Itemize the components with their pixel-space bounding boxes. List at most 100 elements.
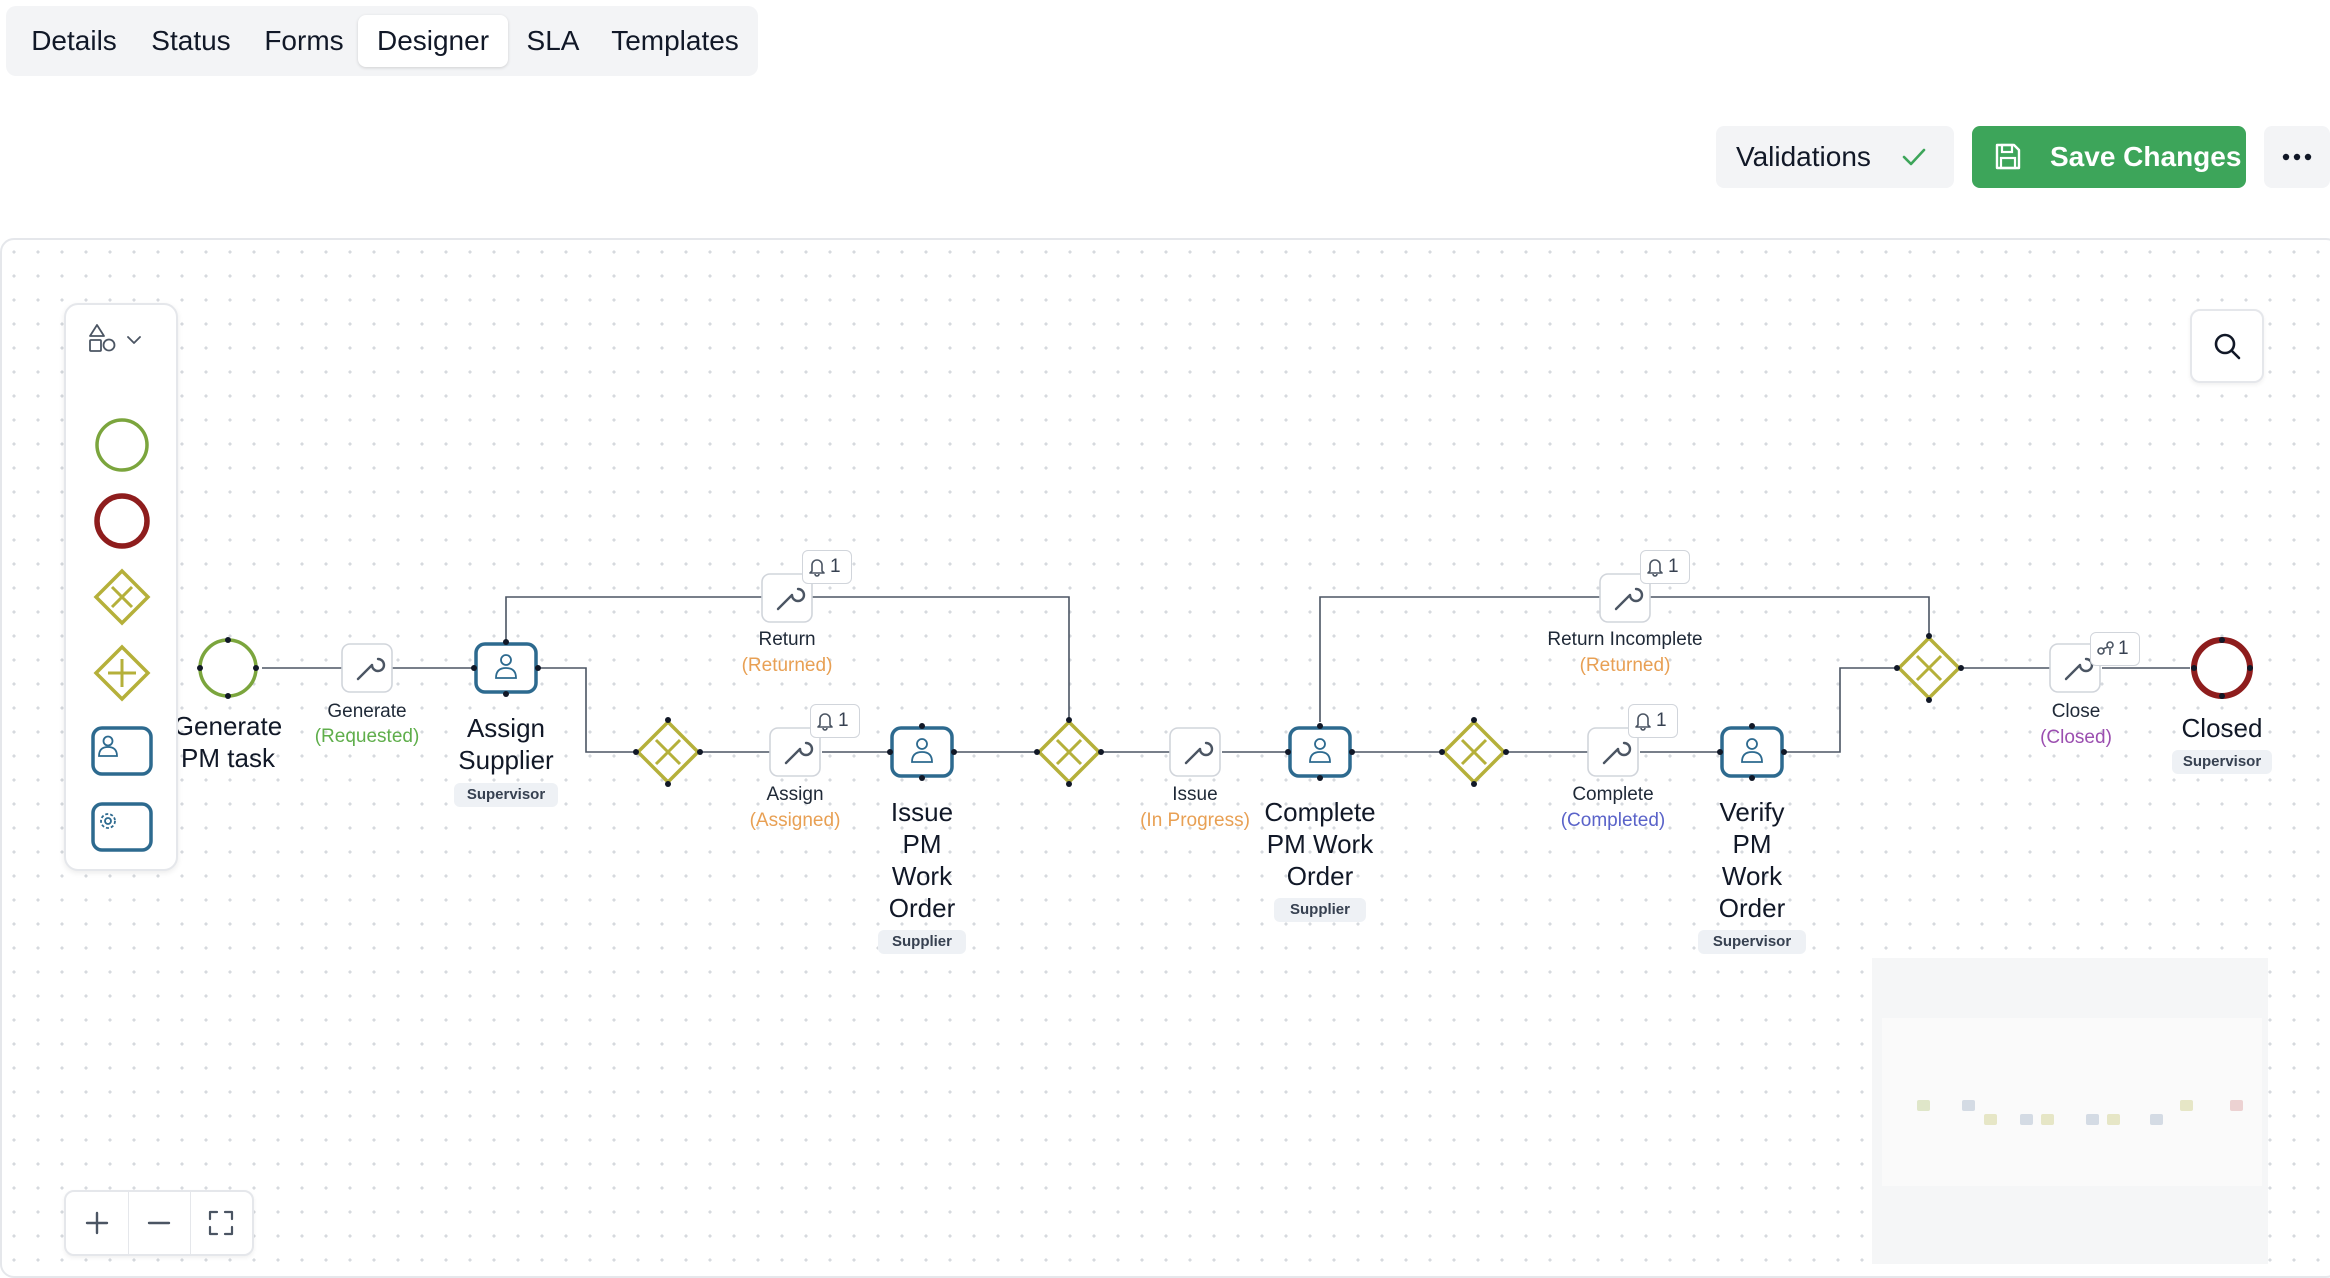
transition-complete[interactable] xyxy=(1587,727,1639,777)
minimap-node xyxy=(2041,1114,2054,1125)
task-verify-pm-work-order[interactable] xyxy=(1720,726,1784,778)
minimap-node xyxy=(1962,1100,1975,1111)
automation-badge[interactable]: 1 xyxy=(2090,632,2140,666)
fit-view-button[interactable] xyxy=(190,1192,252,1254)
transition-label: Generate xyxy=(327,701,407,722)
minimap-node xyxy=(2180,1100,2193,1111)
minimap-node xyxy=(2230,1100,2243,1111)
task-label: Complete PM Work Order xyxy=(1264,797,1376,891)
minimap-viewport xyxy=(1882,1018,2262,1186)
badge-count: 1 xyxy=(830,556,841,577)
shape-palette xyxy=(64,303,178,871)
minimap[interactable] xyxy=(1872,958,2268,1264)
start-event[interactable] xyxy=(198,638,258,698)
tab-templates[interactable]: Templates xyxy=(611,25,739,56)
role-chip: Supervisor xyxy=(1698,930,1806,954)
end-event-label: Closed xyxy=(2181,713,2263,743)
transition-status: (In Progress) xyxy=(1140,810,1250,831)
minus-icon xyxy=(147,1221,171,1225)
transition-status: (Requested) xyxy=(314,726,420,747)
plus-icon xyxy=(85,1211,109,1235)
task-assign-supplier[interactable] xyxy=(474,642,538,694)
transition-label: Assign xyxy=(766,784,824,805)
task-label: Verify PM Work Order xyxy=(1718,797,1786,923)
fullscreen-icon xyxy=(208,1210,234,1236)
automation-icon xyxy=(2097,641,2114,655)
role-chip: Supervisor xyxy=(2172,750,2272,774)
transition-status: (Completed) xyxy=(1560,810,1666,831)
transition-generate[interactable] xyxy=(341,643,393,693)
tab-sla[interactable]: SLA xyxy=(526,25,580,56)
bell-icon xyxy=(817,713,833,731)
more-options-button[interactable] xyxy=(2264,126,2330,188)
transition-label: Complete xyxy=(1572,784,1654,805)
save-icon xyxy=(1995,143,2021,170)
divider xyxy=(128,1192,129,1254)
gateway-4[interactable] xyxy=(1896,635,1962,701)
badge-count: 1 xyxy=(2118,638,2129,659)
search-icon xyxy=(2214,333,2241,360)
minimap-node xyxy=(1984,1114,1997,1125)
transition-close[interactable] xyxy=(2049,643,2101,693)
end-event-tool-icon[interactable] xyxy=(92,491,152,551)
tab-status[interactable]: Status xyxy=(151,25,231,56)
role-chip: Supervisor xyxy=(454,783,558,807)
transition-label: Return Incomplete xyxy=(1547,629,1703,650)
notification-badge[interactable]: 1 xyxy=(1640,550,1690,584)
exclusive-gateway-tool-icon[interactable] xyxy=(92,567,152,627)
tab-bar: Details Status Forms Designer SLA Templa… xyxy=(6,6,758,76)
tab-details[interactable]: Details xyxy=(31,25,117,56)
zoom-in-button[interactable] xyxy=(66,1192,128,1254)
transition-label: Issue xyxy=(1172,784,1218,805)
minimap-node xyxy=(2020,1114,2033,1125)
transition-status: (Returned) xyxy=(741,655,833,676)
validations-button[interactable]: Validations xyxy=(1716,126,1954,188)
task-label: Assign Supplier xyxy=(458,713,554,775)
notification-badge[interactable]: 1 xyxy=(1628,704,1678,738)
badge-count: 1 xyxy=(838,710,849,731)
task-complete-pm-work-order[interactable] xyxy=(1288,726,1352,778)
gateway-3[interactable] xyxy=(1441,719,1507,785)
save-changes-button[interactable]: Save Changes xyxy=(1972,126,2246,188)
transition-label: Return xyxy=(758,629,816,650)
search-button[interactable] xyxy=(2190,309,2264,383)
role-chip: Supplier xyxy=(878,930,966,954)
transition-assign[interactable] xyxy=(769,727,821,777)
check-icon xyxy=(1902,148,1926,166)
badge-count: 1 xyxy=(1656,710,1667,731)
notification-badge[interactable]: 1 xyxy=(810,704,860,738)
divider xyxy=(190,1192,191,1254)
start-event-label: Generate PM task xyxy=(173,711,283,773)
gateway-1[interactable] xyxy=(635,719,701,785)
shapes-dropdown-icon[interactable] xyxy=(88,321,158,357)
role-chip: Supplier xyxy=(1274,898,1366,922)
transition-status: (Returned) xyxy=(1579,655,1671,676)
transition-return-incomplete[interactable] xyxy=(1599,573,1651,623)
connection-points xyxy=(197,633,2253,787)
transition-issue[interactable] xyxy=(1169,727,1221,777)
validations-label: Validations xyxy=(1736,141,1871,172)
gateway-2[interactable] xyxy=(1036,719,1102,785)
tab-forms[interactable]: Forms xyxy=(264,25,344,56)
transition-return[interactable] xyxy=(761,573,813,623)
save-changes-label: Save Changes xyxy=(2050,141,2242,172)
task-issue-pm-work-order[interactable] xyxy=(890,726,954,778)
transition-status: (Assigned) xyxy=(749,810,841,831)
end-event[interactable] xyxy=(2191,637,2253,699)
tab-designer[interactable]: Designer xyxy=(358,15,508,67)
bell-icon xyxy=(809,559,825,577)
task-label: Issue PM Work Order xyxy=(888,797,956,923)
minimap-node xyxy=(2107,1114,2120,1125)
bell-icon xyxy=(1647,559,1663,577)
transition-status: (Closed) xyxy=(2040,727,2112,748)
parallel-gateway-tool-icon[interactable] xyxy=(92,643,152,703)
start-event-tool-icon[interactable] xyxy=(92,415,152,475)
notification-badge[interactable]: 1 xyxy=(802,550,852,584)
ellipsis-icon xyxy=(2282,153,2312,161)
service-task-tool-icon[interactable] xyxy=(90,801,154,853)
transition-label: Close xyxy=(2051,701,2101,722)
user-task-tool-icon[interactable] xyxy=(90,725,154,777)
minimap-node xyxy=(2086,1114,2099,1125)
zoom-out-button[interactable] xyxy=(128,1192,190,1254)
